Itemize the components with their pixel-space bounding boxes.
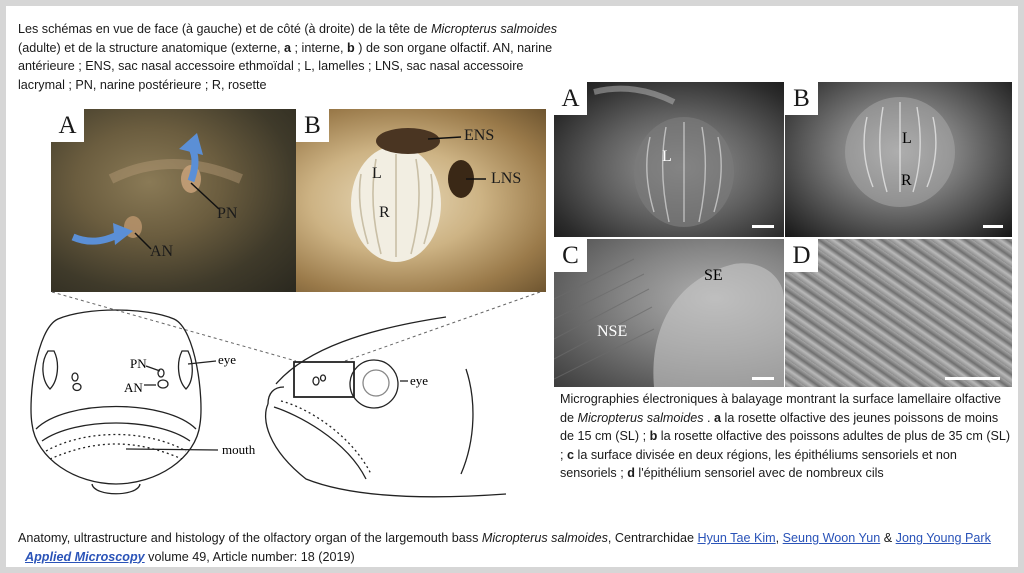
photo-panel-b: B ENS LNS L R xyxy=(296,109,546,292)
photo-b-overlay xyxy=(351,128,486,262)
sem-label-nse: NSE xyxy=(597,323,628,340)
species-name: Micropterus salmoides xyxy=(431,22,558,36)
side-view-drawing xyxy=(264,316,507,498)
projection-line xyxy=(344,291,541,362)
author-link-yun[interactable]: Seung Woon Yun xyxy=(782,531,881,545)
drawing-label-eye-side: eye xyxy=(410,373,428,388)
intro-text: (adulte) et de la structure anatomique (… xyxy=(18,40,285,55)
projection-line xyxy=(51,291,297,362)
sem-label-l: L xyxy=(662,148,672,165)
journal-link[interactable]: Applied Microscopy xyxy=(25,549,145,564)
sem-panel-a: A L xyxy=(554,82,784,237)
sem-panel-c: C SE NSE xyxy=(554,239,784,387)
panel-label: B xyxy=(296,109,329,142)
ens-cavity-shape xyxy=(376,128,440,154)
intro-caption: Les schémas en vue de face (à gauche) et… xyxy=(18,20,573,94)
scale-bar xyxy=(945,377,1000,380)
bold-letter: d xyxy=(627,466,635,480)
lns-cavity-shape xyxy=(448,160,474,198)
scale-bar xyxy=(983,225,1003,228)
species-name: Micropterus salmoides xyxy=(481,531,608,545)
author-link-kim[interactable]: Hyun Tae Kim xyxy=(697,531,776,545)
panel-label: C xyxy=(554,239,587,272)
drawing-label-eye-front: eye xyxy=(218,352,236,367)
label-ens: ENS xyxy=(464,127,495,144)
sem-caption: Micrographies électroniques à balayage m… xyxy=(560,390,1012,483)
sem-a-texture xyxy=(593,85,734,227)
drawing-label-an: AN xyxy=(124,380,143,395)
photo-panel-a: A PN AN xyxy=(51,109,296,292)
photo-a-overlay xyxy=(71,133,243,250)
sem-label-r: R xyxy=(901,172,912,189)
caption-text: Micrographies électroniques à balayage m… xyxy=(560,392,1002,425)
sem-label-l: L xyxy=(902,130,912,147)
bold-letter: b xyxy=(649,429,658,443)
bold-letter: c xyxy=(567,447,575,462)
sem-b-texture xyxy=(845,97,955,207)
scale-bar xyxy=(752,225,774,228)
caption-text: . xyxy=(703,410,714,425)
label-lns: LNS xyxy=(491,170,522,187)
intro-text: ) de son organe olfactif. AN, narine ant… xyxy=(18,40,553,92)
sem-c-texture xyxy=(554,258,784,387)
caption-text: , Centrarchidae xyxy=(607,531,698,545)
caption-text: l'épithélium sensoriel avec de nombreux … xyxy=(634,466,884,480)
label-an: AN xyxy=(150,243,174,260)
panel-label: A xyxy=(554,82,587,115)
front-view-drawing xyxy=(30,309,219,495)
drawing-label-pn: PN xyxy=(130,356,147,371)
source-caption: Anatomy, ultrastructure and histology of… xyxy=(18,529,1008,566)
separator: , xyxy=(775,531,783,545)
caption-text: la surface divisée en deux régions, les … xyxy=(560,447,957,481)
label-l: L xyxy=(372,165,382,182)
scale-bar xyxy=(752,377,774,380)
caption-text: Anatomy, ultrastructure and histology of… xyxy=(18,531,482,545)
panel-label: D xyxy=(785,239,818,272)
separator: & xyxy=(880,531,896,545)
head-drawings: PN AN eye mouth eye xyxy=(30,291,541,498)
flow-arrow-in-icon xyxy=(71,229,123,245)
drawing-label-mouth: mouth xyxy=(222,442,256,457)
caption-text: la rosette olfactive des poissons adulte… xyxy=(560,429,1011,462)
label-pn: PN xyxy=(217,205,238,222)
separator xyxy=(18,550,25,564)
sem-panel-b: B L R xyxy=(785,82,1012,237)
panel-label: B xyxy=(785,82,818,115)
slide: Les schémas en vue de face (à gauche) et… xyxy=(6,6,1018,567)
author-link-park[interactable]: Jong Young Park xyxy=(895,531,991,545)
bold-letter: a xyxy=(284,40,292,55)
label-r: R xyxy=(379,204,390,221)
caption-text: volume 49, Article number: 18 (2019) xyxy=(144,549,355,564)
panel-label: A xyxy=(51,109,84,142)
intro-text: Les schémas en vue de face (à gauche) et… xyxy=(18,22,432,36)
sem-panel-d: D xyxy=(785,239,1012,387)
olfactory-region-box xyxy=(293,361,355,398)
caption-text: la rosette olfactive des jeunes poissons… xyxy=(560,410,999,444)
bold-letter: b xyxy=(347,40,355,55)
species-name: Micropterus salmoides xyxy=(577,410,704,425)
sem-label-se: SE xyxy=(704,267,723,284)
intro-text: ; interne, xyxy=(291,40,348,55)
bold-letter: a xyxy=(714,410,722,425)
